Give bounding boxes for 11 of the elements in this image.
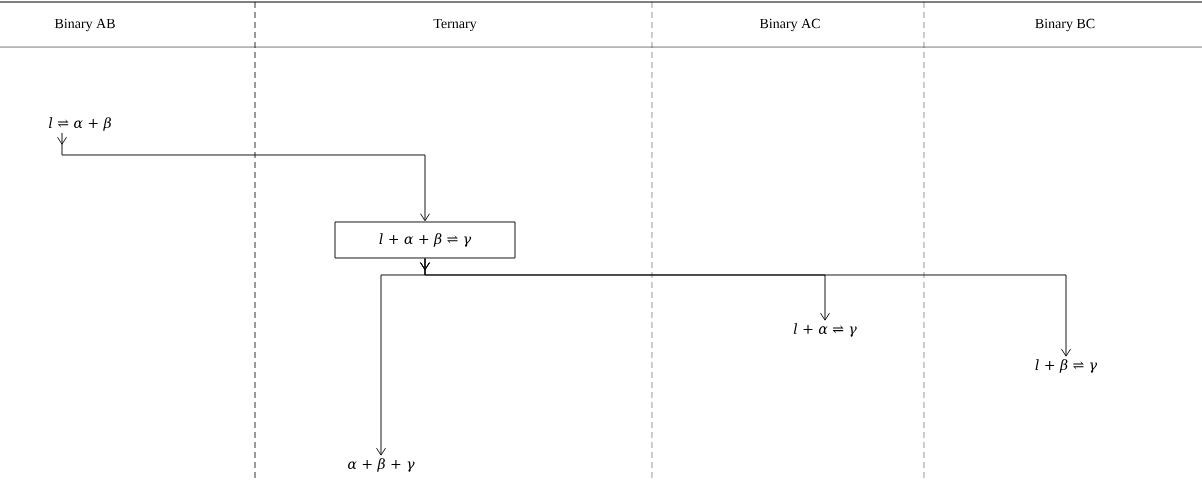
reaction-text: l ⇌ α + β [48, 117, 111, 131]
column-heading: Binary AC [759, 18, 820, 32]
reaction-box: l + α + β ⇌ γ [334, 221, 516, 259]
arrow [420, 258, 1071, 357]
reaction-text: l + β ⇌ γ [1035, 359, 1098, 373]
arrow [57, 132, 430, 222]
column-heading: Ternary [433, 18, 477, 32]
reaction-text: l + α ⇌ γ [793, 323, 857, 337]
column-heading: Binary BC [1035, 18, 1095, 32]
reaction-text: α + β + γ [348, 458, 415, 472]
column-heading: Binary AB [54, 18, 115, 32]
